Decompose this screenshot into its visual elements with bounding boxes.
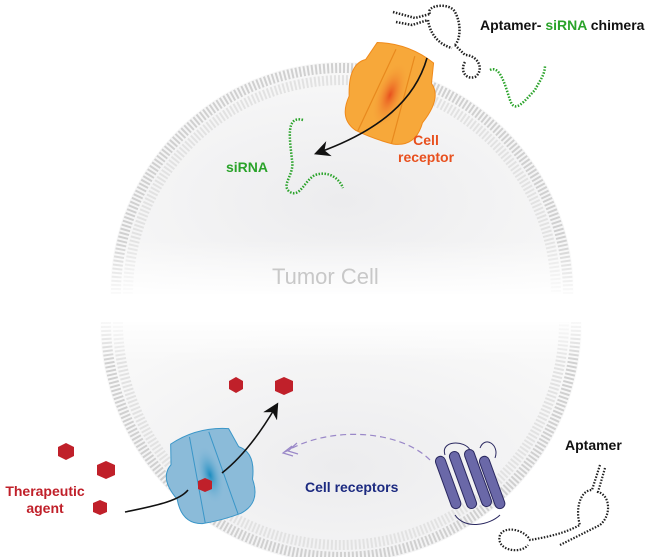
therapeutic-agent-label: Therapeutic agent bbox=[5, 483, 85, 517]
therapeutic-agent-molecules bbox=[58, 377, 293, 515]
drug-release-arrow bbox=[221, 402, 279, 474]
aptamer-sirna-chimera-label: Aptamer- siRNA chimera bbox=[480, 17, 644, 34]
orange-cell-receptor-icon bbox=[344, 41, 436, 145]
tumor-cell-bottom-half bbox=[95, 315, 590, 557]
cell-receptor-label: Cell receptor bbox=[398, 132, 454, 166]
aptamer-receptor-icon bbox=[434, 441, 506, 525]
drug-entry-arrow bbox=[124, 489, 189, 513]
cell-receptor-line2: receptor bbox=[398, 149, 455, 165]
aptamer-sirna-chimera-icon bbox=[392, 4, 547, 108]
therapeutic-line1: Therapeutic bbox=[5, 483, 85, 499]
tumor-cell-label: Tumor Cell bbox=[272, 264, 379, 289]
cell-receptors-label: Cell receptors bbox=[305, 479, 399, 495]
sirna-entry-arrow bbox=[313, 57, 428, 157]
chimera-prefix-text: Aptamer- bbox=[480, 17, 542, 33]
sirna-label: siRNA bbox=[226, 159, 269, 175]
sirna-strand-icon bbox=[285, 118, 345, 195]
aptamer-label: Aptamer bbox=[565, 437, 622, 453]
drug-molecule-icon bbox=[198, 478, 212, 492]
cell-receptor-line1: Cell bbox=[413, 132, 439, 148]
drug-molecule-icon bbox=[58, 443, 74, 460]
drug-molecule-icon bbox=[97, 461, 115, 479]
chimera-suffix-text: chimera bbox=[590, 17, 645, 33]
aptamer-strand-icon bbox=[498, 464, 610, 552]
tumor-cell-top-half bbox=[100, 60, 590, 300]
therapeutic-line2: agent bbox=[26, 500, 64, 516]
chimera-sirna-text: siRNA bbox=[545, 17, 587, 33]
aptamer-targeting-arrowhead bbox=[281, 442, 299, 457]
drug-molecule-icon bbox=[93, 500, 107, 515]
drug-molecule-icon bbox=[275, 377, 293, 395]
drug-molecule-icon bbox=[229, 377, 243, 393]
aptamer-targeting-arrow bbox=[284, 433, 431, 461]
